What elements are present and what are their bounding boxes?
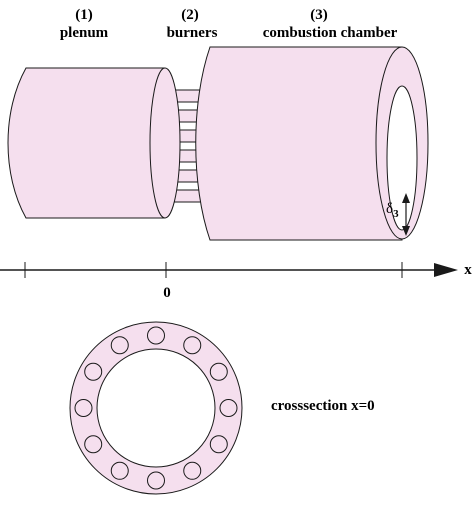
delta3-label: δ3 (386, 201, 399, 220)
combustion-chamber (195, 46, 429, 241)
burner-hole (147, 471, 165, 490)
chamber-label: combustion chamber (262, 25, 398, 41)
burner-hole (84, 362, 103, 381)
crosssection-label: crosssection x=0 (271, 398, 375, 414)
x-axis (0, 262, 458, 278)
plenum-number-label: (1) (75, 7, 93, 23)
plenum-cylinder (7, 67, 166, 219)
burners-label: burners (166, 25, 218, 41)
burner-hole (110, 461, 129, 480)
burner-hole (209, 362, 228, 381)
burner-hole (74, 399, 93, 417)
burner-hole (219, 399, 238, 417)
x-axis-label: x (464, 262, 472, 278)
chamber-number-label: (3) (310, 7, 328, 23)
delta-subscript: 3 (393, 208, 399, 220)
burner-hole (84, 435, 103, 454)
burners-number-label: (2) (181, 7, 199, 23)
plenum-label: plenum (59, 25, 109, 41)
origin-tick-label: 0 (163, 285, 171, 301)
burner-hole (209, 435, 228, 454)
burner-hole (147, 326, 165, 345)
crosssection-burner-holes (74, 326, 238, 490)
burner-hole (183, 461, 202, 480)
delta-symbol: δ (386, 201, 394, 217)
crosssection-annulus (69, 321, 243, 495)
burner-hole (183, 336, 202, 355)
burner-hole (110, 336, 129, 355)
plenum-end-face (149, 67, 181, 219)
delta3-dimension-arrow (402, 193, 410, 236)
